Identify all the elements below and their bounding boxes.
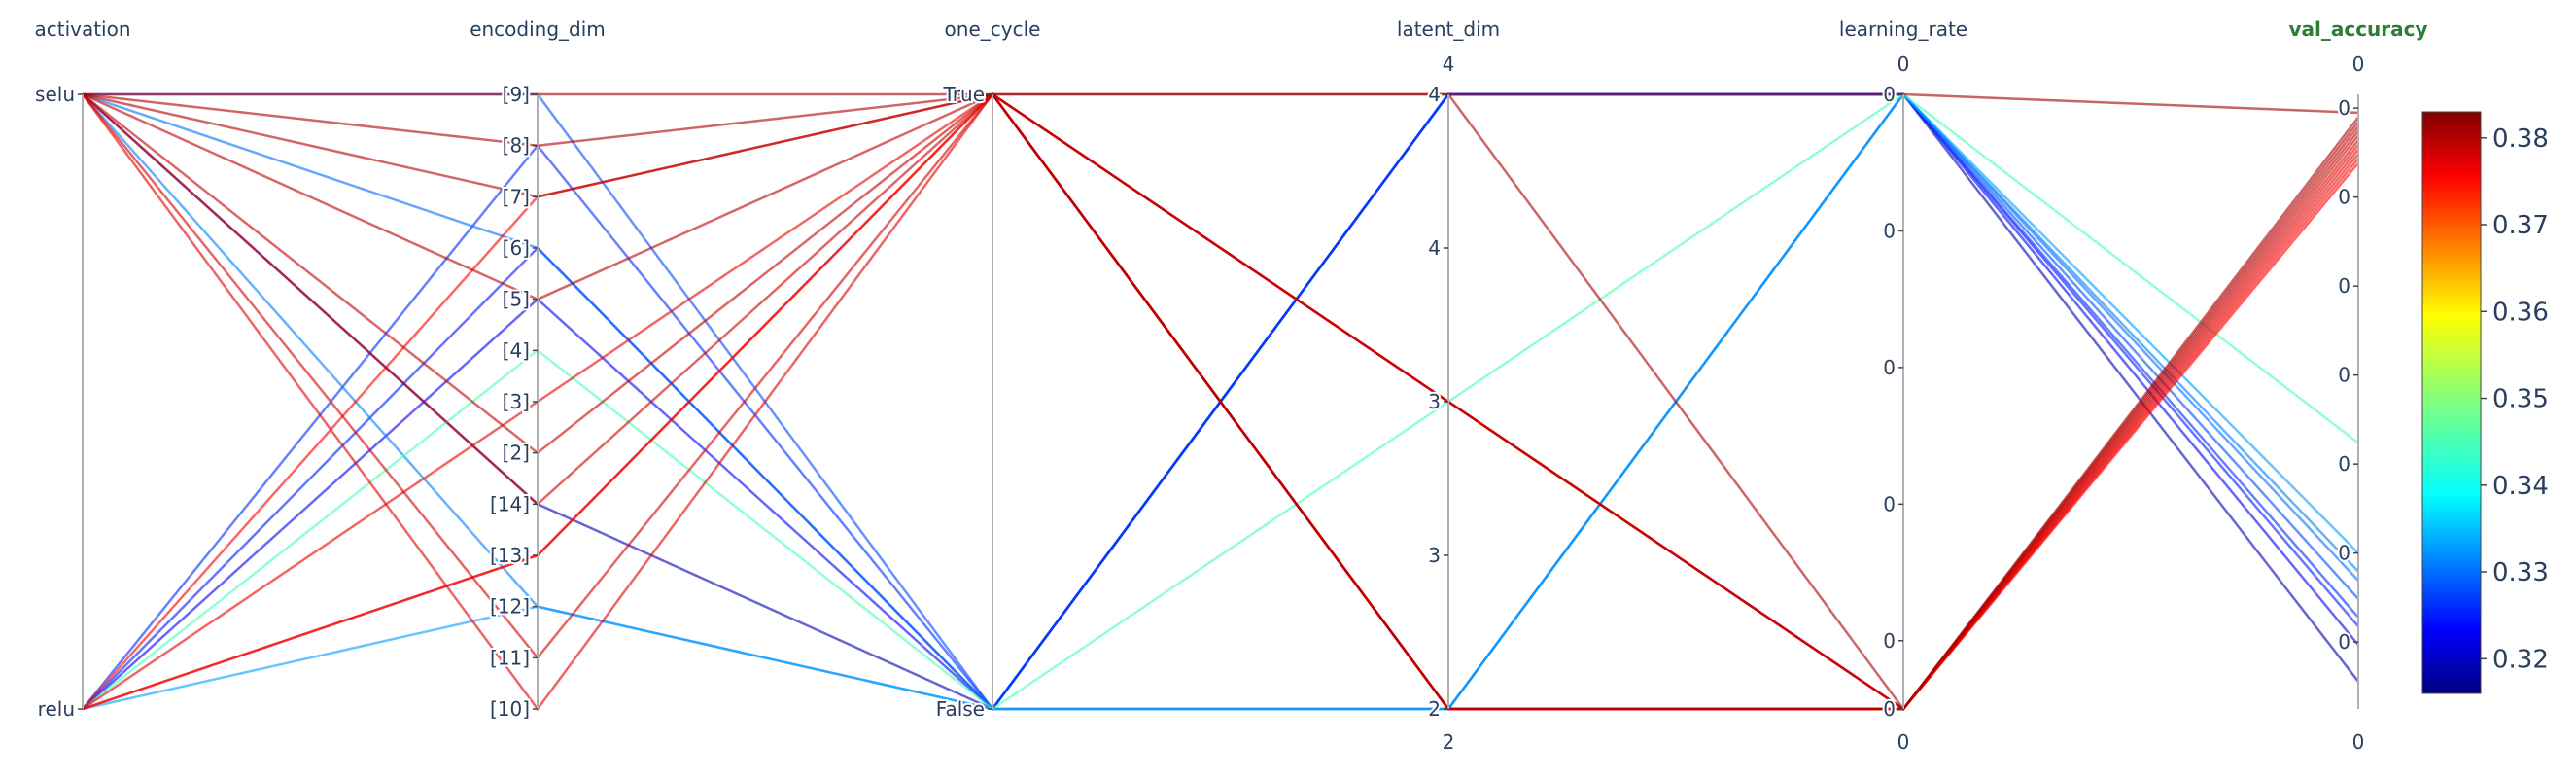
trial-line-0[interactable] xyxy=(83,92,2359,115)
colorbar-tick-label: 0.36 xyxy=(2492,298,2549,327)
colorbar-gradient xyxy=(2421,111,2482,694)
tick-label: 0 xyxy=(2338,630,2350,654)
colorbar: 0.32 0.33 0.34 0.35 0.36 0.37 0.38 xyxy=(2421,111,2549,694)
axis-top-label-val_accuracy: 0 xyxy=(2352,53,2365,76)
tick-label: 0 xyxy=(1883,356,1896,379)
axis-bottom-label-val_accuracy: 0 xyxy=(2352,730,2365,754)
tick-label: 2 xyxy=(1428,697,1441,721)
tick-label: [13] xyxy=(490,544,530,567)
axis-bottom-label-latent_dim: 2 xyxy=(1443,730,1455,754)
tick-label: [2] xyxy=(503,442,530,465)
axis-bottom-label-learning_rate: 0 xyxy=(1897,730,1910,754)
tick-label: 0 xyxy=(1883,697,1896,721)
tick-label: 0 xyxy=(1883,629,1896,653)
axes: activation selu relu encoding_dim [9] [8] [7] [… xyxy=(33,18,2428,754)
tick-label: 0 xyxy=(1883,219,1896,242)
axis-title-latent_dim[interactable]: latent_dim xyxy=(1397,18,1500,41)
tick-label: 3 xyxy=(1428,544,1441,567)
tick-label: [12] xyxy=(490,595,530,619)
tick-label: relu xyxy=(38,697,75,721)
tick-label: 0 xyxy=(1883,492,1896,515)
tick-label: [5] xyxy=(503,288,530,311)
tick-label: [14] xyxy=(490,492,530,515)
tick-label: [7] xyxy=(503,185,530,208)
colorbar-tick-label: 0.37 xyxy=(2492,211,2549,240)
tick-label: [6] xyxy=(503,236,530,260)
tick-label: [10] xyxy=(490,697,530,721)
axis-title-val_accuracy[interactable]: val_accuracy xyxy=(2288,18,2427,41)
tick-label: 0 xyxy=(2338,542,2350,565)
tick-label: 0 xyxy=(1883,83,1896,106)
tick-label: 4 xyxy=(1428,83,1441,106)
axis-title-activation[interactable]: activation xyxy=(34,18,130,41)
colorbar-tick-label: 0.35 xyxy=(2492,385,2549,414)
tick-label: [8] xyxy=(503,134,530,158)
tick-label: 3 xyxy=(1428,390,1441,413)
axis-title-encoding_dim[interactable]: encoding_dim xyxy=(470,18,606,41)
tick-label: 0 xyxy=(2338,96,2350,120)
tick-label: [11] xyxy=(490,646,530,669)
tick-label: True xyxy=(943,83,985,106)
axis-title-learning_rate[interactable]: learning_rate xyxy=(1839,18,1967,41)
tick-label: selu xyxy=(35,83,75,106)
colorbar-tick-label: 0.38 xyxy=(2492,124,2549,154)
axis-title-one_cycle[interactable]: one_cycle xyxy=(945,18,1041,41)
axis-top-label-learning_rate: 0 xyxy=(1897,53,1910,76)
tick-label: [4] xyxy=(503,338,530,362)
tick-label: 0 xyxy=(2338,186,2350,209)
polylines xyxy=(81,91,2359,712)
tick-label: [3] xyxy=(503,390,530,413)
trial-line-20[interactable] xyxy=(82,92,2359,711)
tick-label: 0 xyxy=(2338,274,2350,298)
tick-label: [9] xyxy=(503,83,530,106)
tick-label: 0 xyxy=(2338,452,2350,476)
axis-top-label-latent_dim: 4 xyxy=(1443,53,1455,76)
colorbar-tick-label: 0.32 xyxy=(2492,645,2549,674)
tick-label: 0 xyxy=(2338,364,2350,387)
tick-label: False xyxy=(936,697,985,721)
trial-line-19[interactable] xyxy=(82,92,2359,711)
colorbar-tick-label: 0.34 xyxy=(2492,472,2549,501)
tick-label: 4 xyxy=(1428,236,1441,260)
colorbar-tick-label: 0.33 xyxy=(2492,558,2549,587)
